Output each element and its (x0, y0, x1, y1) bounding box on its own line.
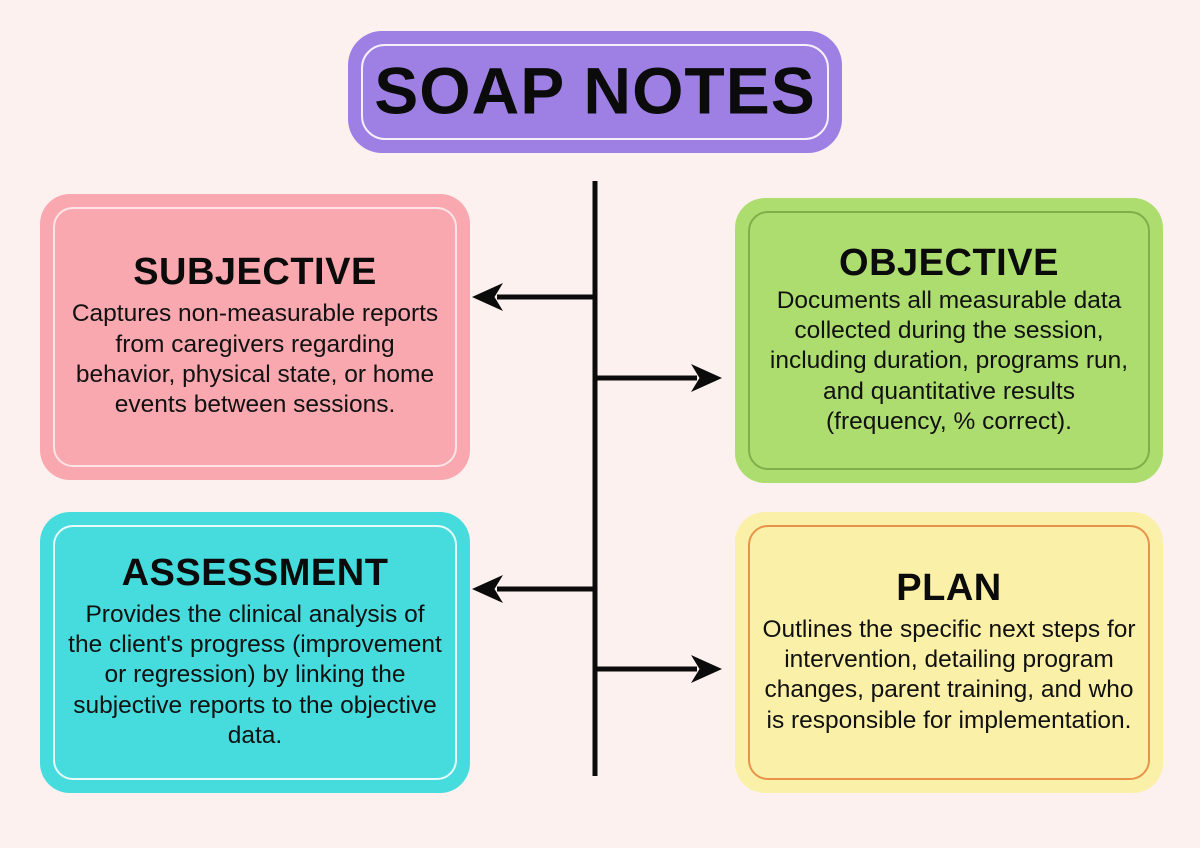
page-title: SOAP NOTES (374, 53, 816, 128)
panel-objective-content: OBJECTIVE Documents all measurable data … (761, 198, 1137, 483)
panel-subjective: SUBJECTIVE Captures non-measurable repor… (40, 194, 470, 480)
panel-subjective-content: SUBJECTIVE Captures non-measurable repor… (66, 194, 444, 480)
panel-objective: OBJECTIVE Documents all measurable data … (735, 198, 1163, 483)
panel-objective-body: Documents all measurable data collected … (769, 286, 1129, 436)
panel-subjective-body: Captures non-measurable reports from car… (71, 300, 439, 419)
panel-assessment-body: Provides the clinical analysis of the cl… (68, 600, 442, 750)
panel-plan-heading: PLAN (896, 566, 1002, 609)
panel-subjective-heading: SUBJECTIVE (133, 251, 377, 294)
panel-plan-content: PLAN Outlines the specific next steps fo… (761, 512, 1137, 793)
panel-assessment: ASSESSMENT Provides the clinical analysi… (40, 512, 470, 793)
title-badge: SOAP NOTES (348, 31, 842, 153)
panel-assessment-content: ASSESSMENT Provides the clinical analysi… (66, 512, 444, 793)
panel-plan-body: Outlines the specific next steps for int… (762, 615, 1136, 734)
panel-objective-heading: OBJECTIVE (839, 241, 1059, 284)
panel-assessment-heading: ASSESSMENT (121, 551, 389, 594)
panel-plan: PLAN Outlines the specific next steps fo… (735, 512, 1163, 793)
